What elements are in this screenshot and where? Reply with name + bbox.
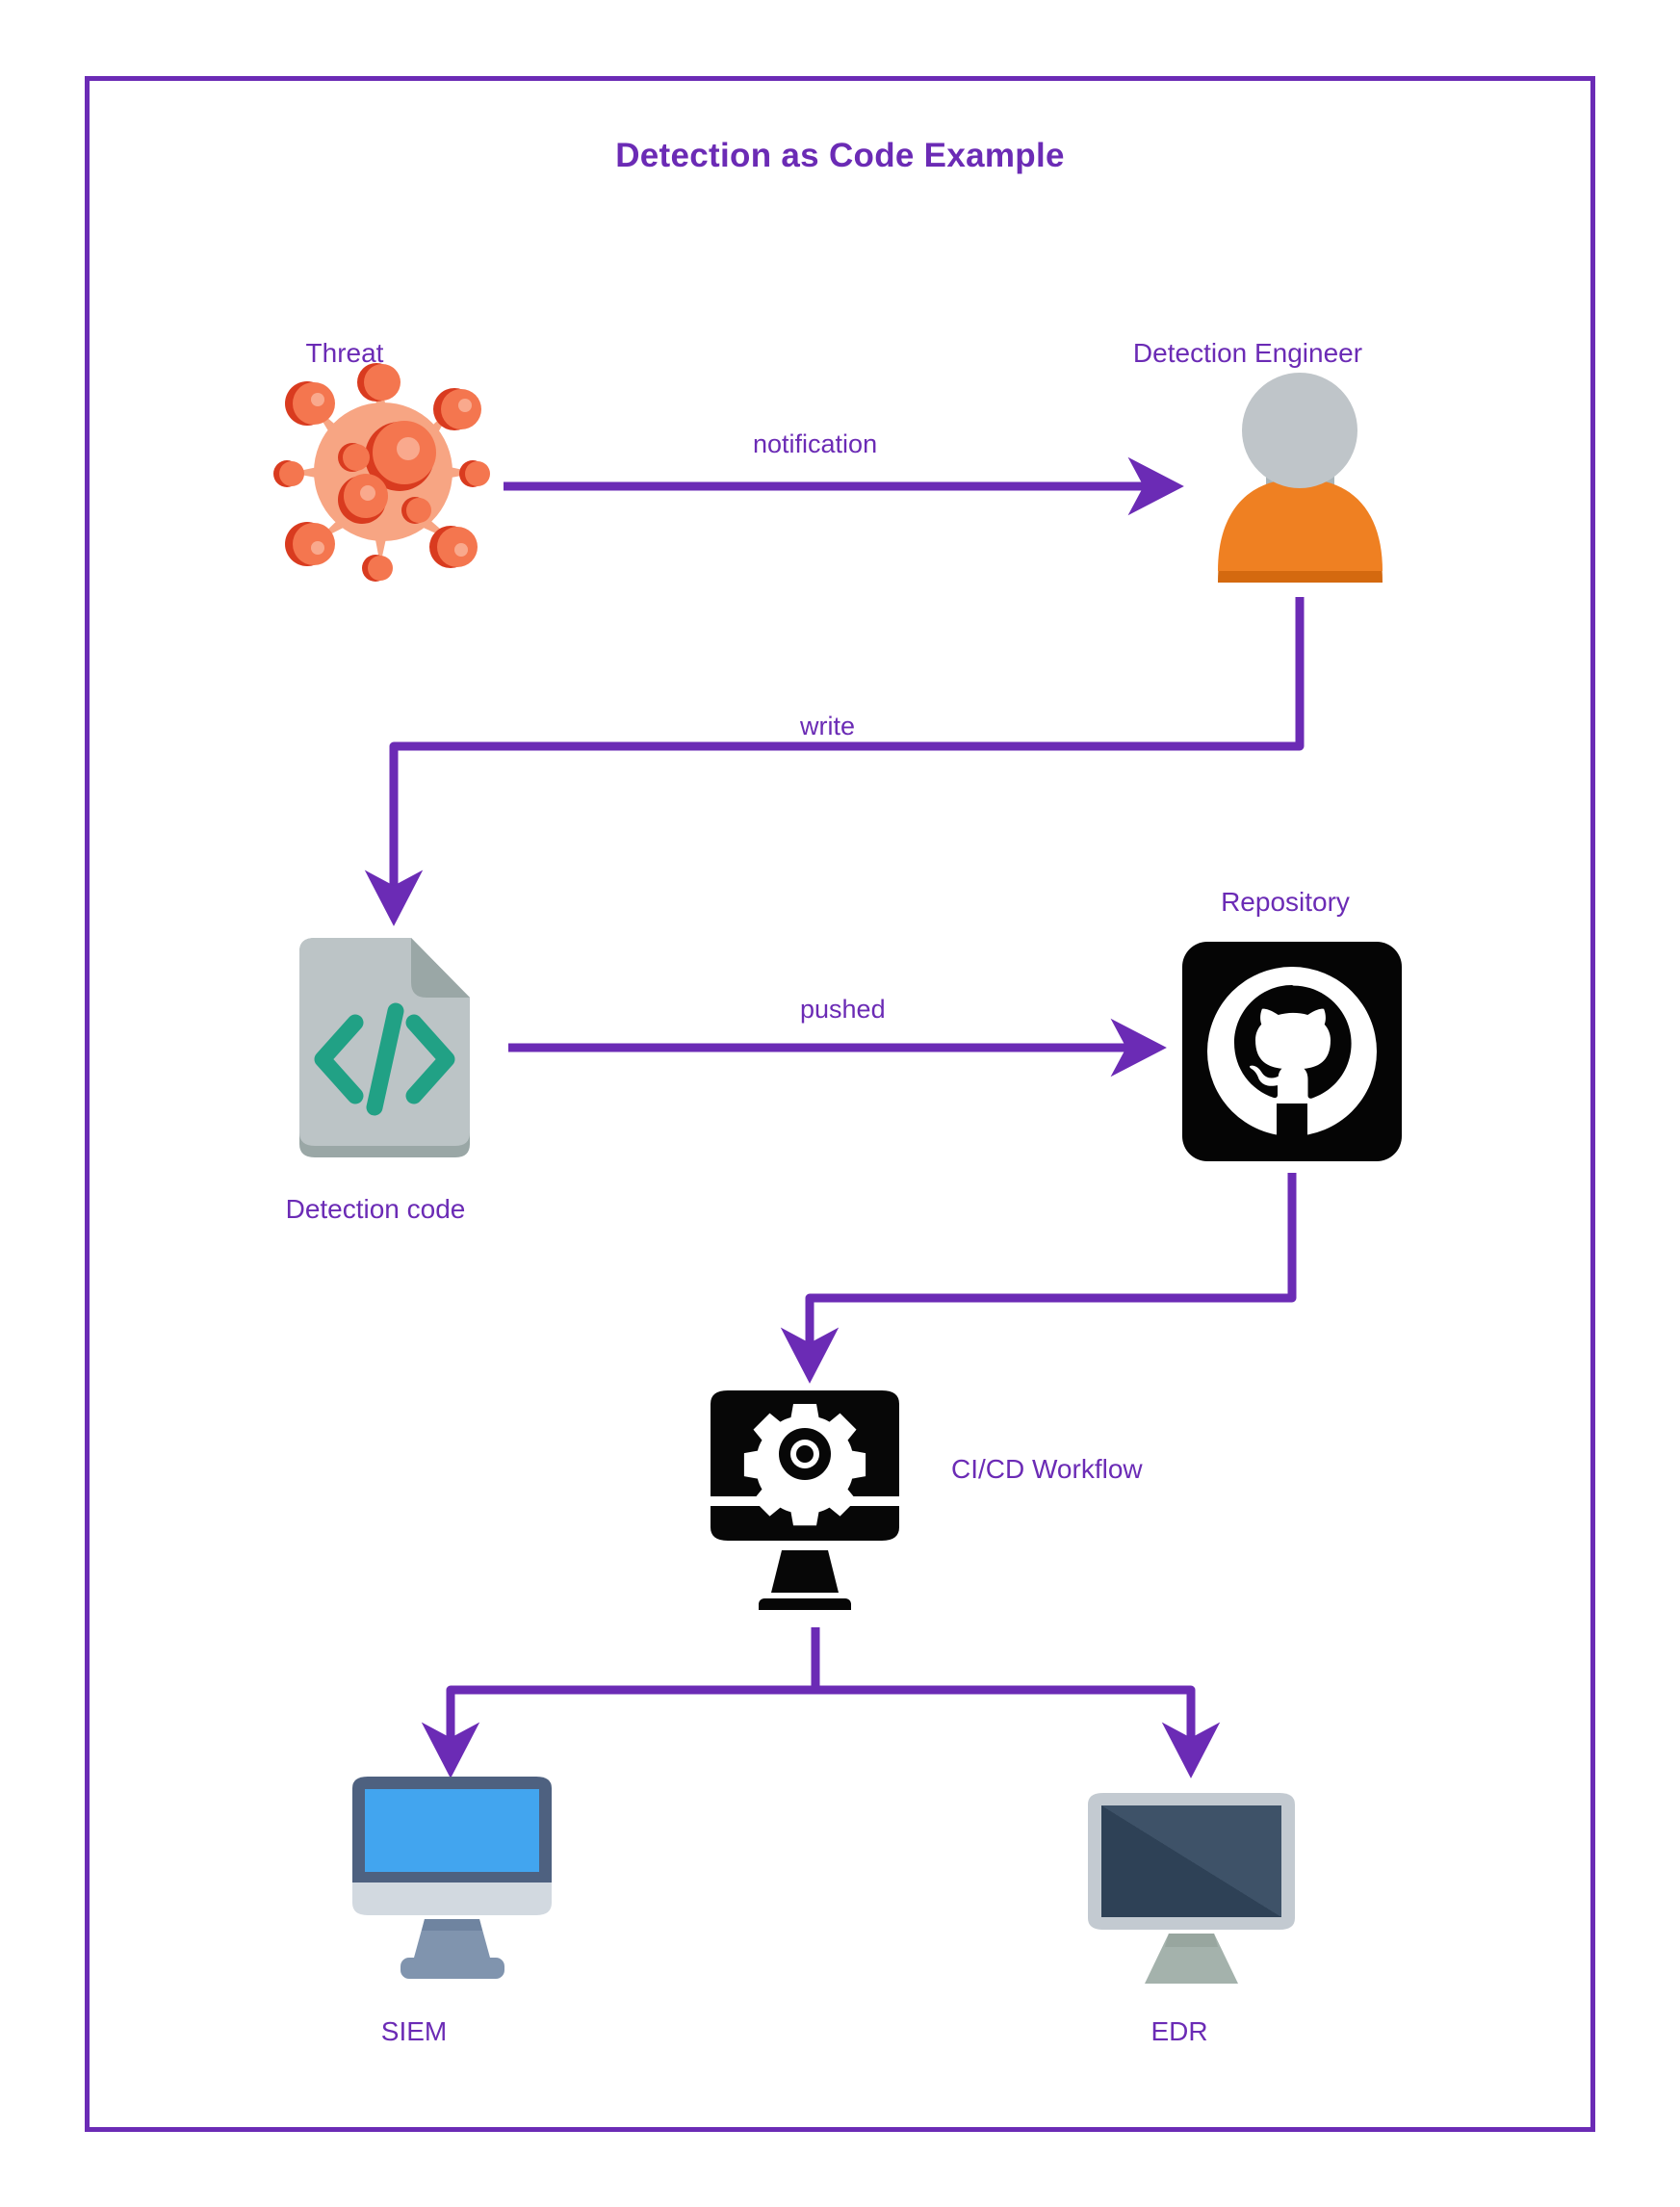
edge-label-write: write [800, 712, 856, 740]
edge-engineer-to-code [364, 597, 1305, 926]
node-label-code: Detection code [285, 1194, 466, 1224]
gear-monitor-icon [703, 1389, 929, 1620]
blue-monitor-icon [339, 1775, 565, 1991]
edge-label-notification: notification [753, 429, 878, 458]
node-label-edr: EDR [1150, 2016, 1208, 2046]
person-icon [1206, 371, 1394, 587]
node-label-threat: Threat [305, 338, 384, 368]
node-label-siem: SIEM [380, 2016, 448, 2046]
node-label-cicd: CI/CD Workflow [951, 1454, 1143, 1484]
github-icon [1182, 942, 1402, 1161]
virus-icon [272, 361, 494, 583]
code-file-icon [296, 934, 474, 1160]
dark-monitor-icon [1078, 1791, 1305, 1998]
node-label-repository: Repository [1221, 887, 1350, 917]
node-label-engineer: Detection Engineer [1132, 338, 1363, 368]
edge-label-pushed: pushed [800, 995, 886, 1024]
page-title: Detection as Code Example [615, 137, 1065, 174]
edge-repo-to-cicd [780, 1173, 1297, 1384]
edge-cicd-to-siem [421, 1685, 815, 1779]
edge-cicd-to-edr [815, 1685, 1221, 1779]
